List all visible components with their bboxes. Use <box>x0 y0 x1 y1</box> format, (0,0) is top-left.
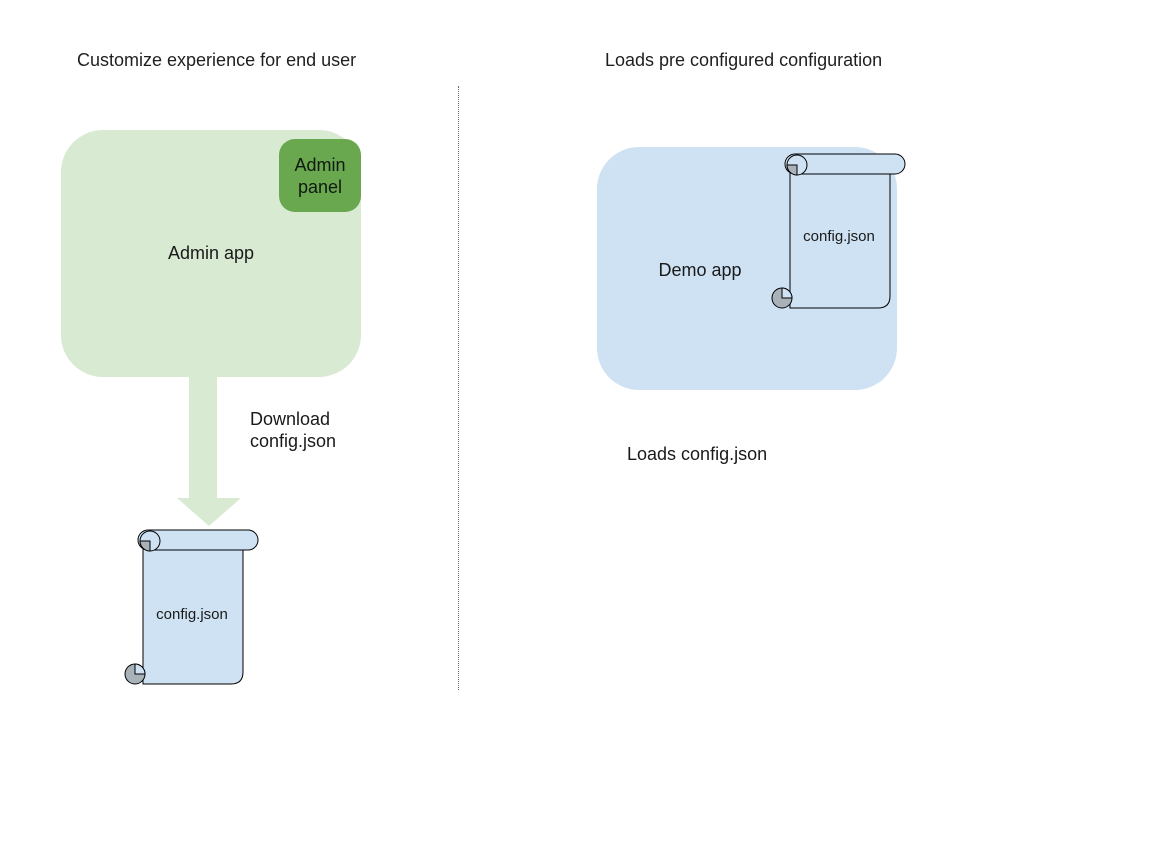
admin-app-label: Admin app <box>167 243 255 263</box>
download-arrow-icon <box>177 377 241 526</box>
config-json-label-right: config.json <box>803 228 875 245</box>
demo-app-label: Demo app <box>658 260 742 280</box>
config-json-label-left: config.json <box>156 606 228 623</box>
arrow-shape <box>177 377 241 526</box>
right-section-title: Loads pre configured configuration <box>605 50 883 70</box>
admin-panel-label: Admin panel <box>294 154 346 197</box>
loads-config-caption: Loads config.json <box>627 444 768 464</box>
admin-app-box: Admin app Admin panel <box>61 130 361 377</box>
admin-panel-box: Admin panel <box>279 139 361 212</box>
section-divider <box>458 86 459 690</box>
download-config-label: Download config.json <box>250 409 337 451</box>
left-section-title: Customize experience for end user <box>77 50 357 70</box>
